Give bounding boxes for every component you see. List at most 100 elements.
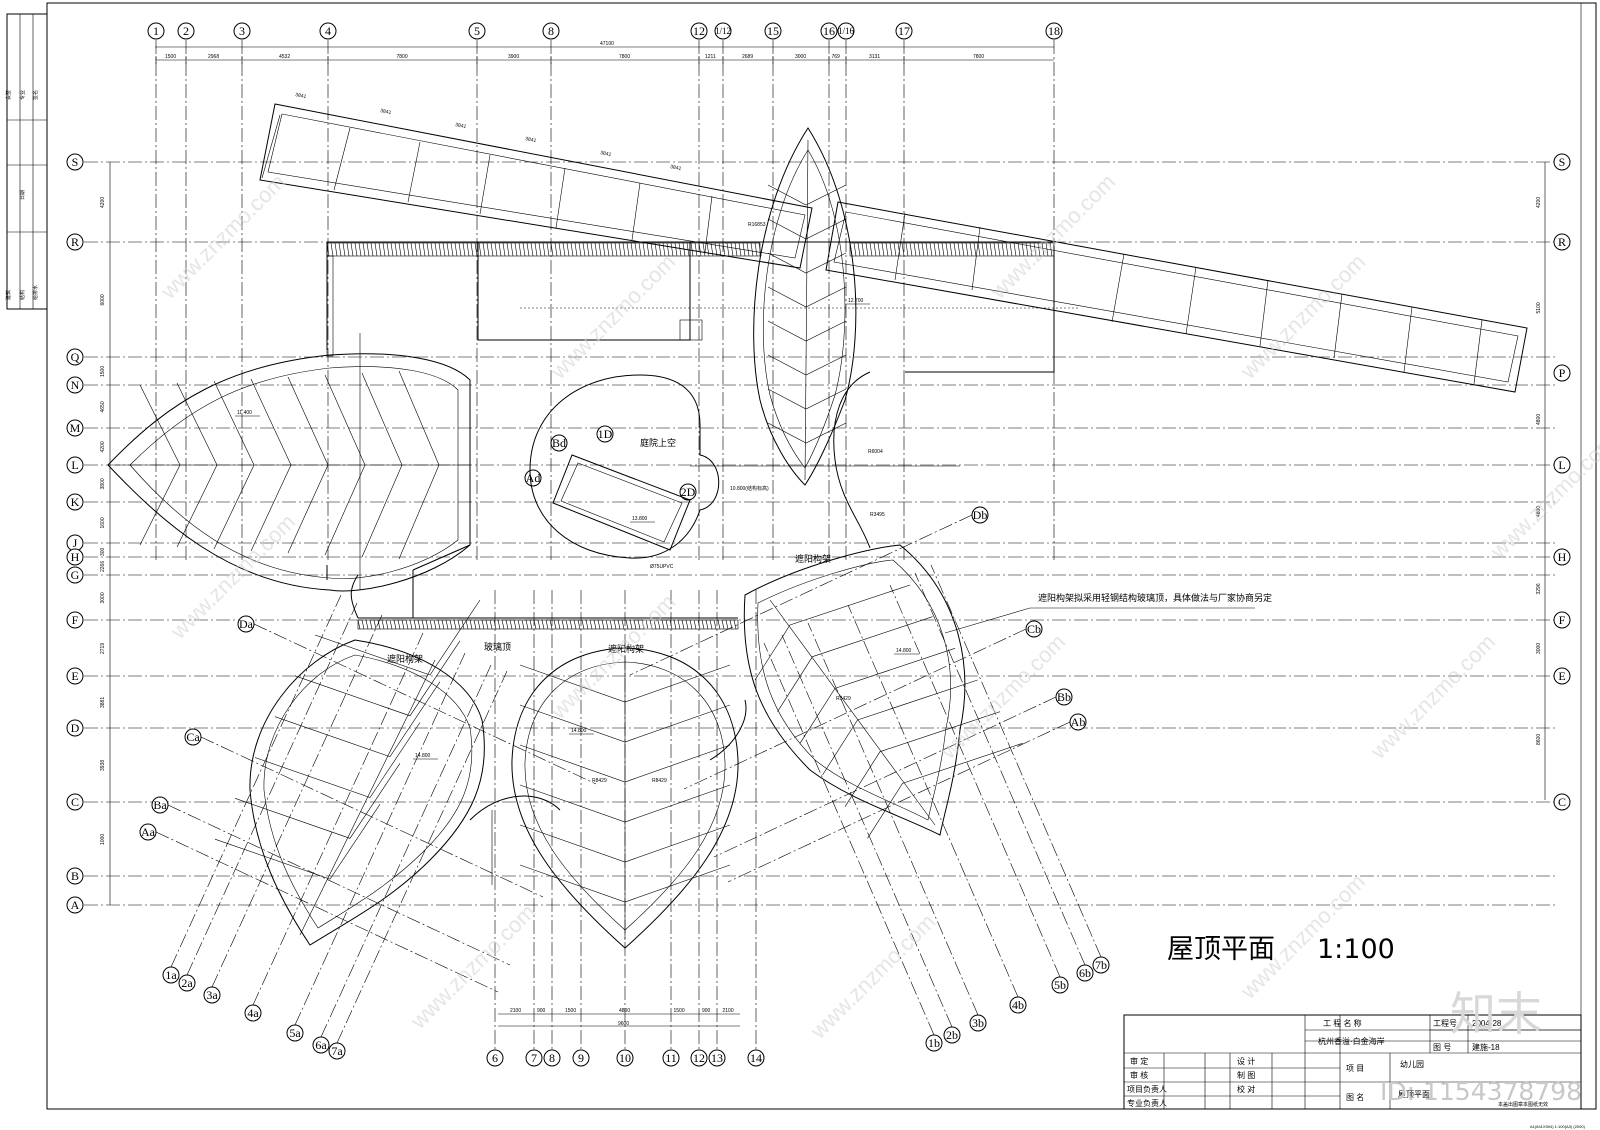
watermark-id: ID: 1154378798: [1380, 1077, 1582, 1106]
axis-top-15: 15: [764, 22, 782, 40]
label-courtyard: 庭院上空: [640, 437, 676, 448]
axis-bottom-8: 8: [543, 1049, 561, 1067]
left-dim-11: 3881: [100, 697, 106, 708]
left-dim-7: 300: [100, 547, 106, 556]
axis-row-left-N: N: [66, 376, 84, 394]
axis-leaf-a-3a: 3a: [203, 986, 221, 1004]
tb-role2-1: 制 图: [1237, 1070, 1255, 1080]
top-dim-1: 2968: [208, 54, 219, 60]
axis-row-left-N-label: N: [71, 378, 80, 392]
top-dim-5: 7800: [619, 54, 630, 60]
axis-leaf-b-Ab: Ab: [1069, 713, 1087, 731]
axis-leaf-a-1a-label: 1a: [165, 968, 177, 982]
axis-leaf-b-5b-label: 5b: [1054, 978, 1066, 992]
axis-top-12-label: 12: [693, 24, 705, 38]
axis-leaf-b-Bb-label: Bb: [1057, 690, 1071, 704]
axis-row-left-F: F: [66, 611, 84, 629]
tb-footer-small: A1(841X594) 1:100(A0) (2000): [1530, 1124, 1586, 1129]
axis-top-1-12-label: 1/12: [715, 26, 731, 36]
total-dim: 47100: [600, 41, 614, 47]
axis-top-3: 3: [233, 22, 251, 40]
axis-row-left-R-label: R: [71, 235, 79, 249]
axis-leaf-b-3b-label: 3b: [972, 1016, 984, 1030]
axis-row-right-L: L: [1553, 456, 1571, 474]
watermark-site-1: www.znzmo.com: [155, 169, 290, 304]
axis-leaf-b-6b-label: 6b: [1079, 966, 1091, 980]
axis-row-left-L-label: L: [71, 458, 78, 472]
strip-label-4: 建筑: [5, 290, 12, 300]
right-dim-0: 4200: [1536, 197, 1542, 208]
watermark-site-4: www.znzmo.com: [1235, 249, 1370, 384]
axis-row-left-L: L: [66, 456, 84, 474]
axis-row-right-F: F: [1553, 611, 1571, 629]
axis-leaf-a-Aa-label: Aa: [141, 825, 156, 839]
right-dim-2: 4800: [1536, 414, 1542, 425]
axis-row-right-S-label: S: [1559, 155, 1566, 169]
top-dim-2: 4532: [279, 54, 290, 60]
axis-leaf-b-6b: 6b: [1076, 964, 1094, 982]
top-dim-8: 3000: [795, 54, 806, 60]
axis-row-left-Q: Q: [66, 348, 84, 366]
axis-leaf-a-2a: 2a: [178, 974, 196, 992]
axis-leaf-b-1b-label: 1b: [928, 1036, 940, 1050]
axis-leaf-b-Cb: Cb: [1025, 620, 1043, 638]
axis-row-right-S: S: [1553, 153, 1571, 171]
axis-bottom-9-label: 9: [578, 1051, 584, 1065]
left-dim-0: 4200: [100, 197, 106, 208]
top-dim-3: 7800: [397, 54, 408, 60]
axis-leaf-d-Ad-label: Ad: [526, 471, 541, 485]
tb-role-0: 审 定: [1130, 1056, 1148, 1066]
axis-row-left-M: M: [66, 419, 84, 437]
title-block: 工 程 名 称 杭州香溢·白金海岸 工程号 2004-28 图 号 建施-18 …: [1123, 1014, 1586, 1129]
watermark-logo: 知末: [1450, 987, 1542, 1041]
slope-dim-1: 3841: [380, 108, 392, 116]
tb-job-no: 2004-28: [1472, 1019, 1502, 1028]
tb-role-1: 审 核: [1130, 1070, 1148, 1080]
axis-top-3-label: 3: [239, 24, 245, 38]
leaf-b: [743, 544, 966, 836]
axis-row-left-H-label: H: [71, 550, 80, 564]
strip-label-6: 给排水: [32, 285, 39, 300]
top-dim-4: 3900: [508, 54, 519, 60]
axis-leaf-d-2D: 2D: [679, 483, 697, 501]
bottom-dim-3: 4800: [619, 1008, 630, 1014]
elev-north: 12.700: [848, 298, 864, 304]
right-dim-5: 3000: [1536, 643, 1542, 654]
axis-top-4-label: 4: [325, 24, 331, 38]
right-dim-1: 5100: [1536, 302, 1542, 313]
radius-0: R6004: [868, 449, 883, 455]
leaf-center: [511, 647, 739, 949]
axis-row-left-A-label: A: [71, 898, 80, 912]
axis-leaf-d-1D-label: 1D: [598, 427, 613, 441]
axis-leaf-b-2b: 2b: [943, 1026, 961, 1044]
sunshade-frame-left: [259, 103, 813, 269]
top-dim-7: 2689: [742, 54, 753, 60]
axis-leaf-b-4b-label: 4b: [1012, 998, 1024, 1012]
top-dim-6: 1211: [705, 54, 716, 60]
axis-row-right-H-label: H: [1558, 550, 1567, 564]
watermark-site-7: www.znzmo.com: [935, 629, 1070, 764]
axis-leaf-a-5a: 5a: [286, 1024, 304, 1042]
axis-top-12: 12: [690, 22, 708, 40]
watermark-site-10: www.znzmo.com: [805, 909, 940, 1044]
label-pipe: Ø75UPVC: [650, 564, 674, 570]
axis-row-left-C: C: [66, 793, 84, 811]
tb-role-2: 项目负责人: [1127, 1084, 1167, 1094]
watermark-site-3: www.znzmo.com: [985, 169, 1120, 304]
axis-row-left-F-label: F: [72, 613, 79, 627]
axis-leaf-d-2D-label: 2D: [681, 485, 696, 499]
slope-dim-4: 3841: [600, 150, 612, 158]
left-dim-4: 4200: [100, 441, 106, 452]
axis-row-right-C-label: C: [1558, 795, 1566, 809]
left-dim-6: 1600: [100, 517, 106, 528]
axis-row-left-D-label: D: [71, 721, 80, 735]
axis-leaf-d-Ad: Ad: [524, 469, 542, 487]
axis-leaf-b-5b: 5b: [1051, 976, 1069, 994]
axis-leaf-a-Aa: Aa: [139, 823, 157, 841]
axis-row-left-B-label: B: [71, 869, 79, 883]
axis-row-left-D: D: [66, 719, 84, 737]
axis-top-17: 17: [895, 22, 913, 40]
axis-bottom-14: 14: [747, 1049, 765, 1067]
axis-leaf-a-Ba-label: Ba: [153, 798, 167, 812]
axis-leaf-a-1a: 1a: [162, 966, 180, 984]
